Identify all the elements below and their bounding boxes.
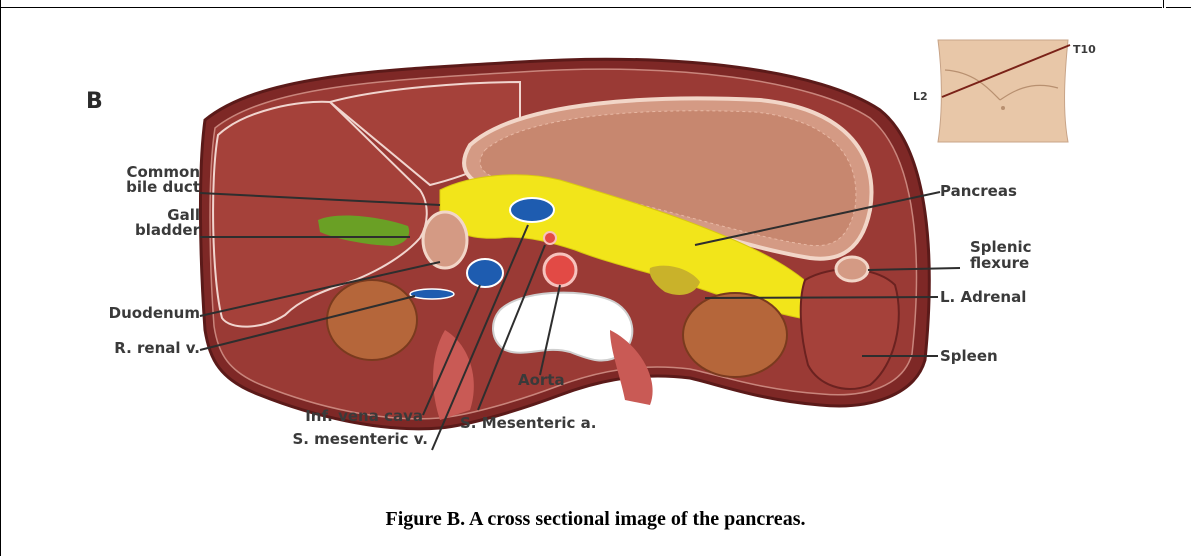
label-s-mesenteric-v: S. mesenteric v. (220, 432, 428, 447)
vertebra (493, 293, 632, 361)
label-gall-bladder-line2: bladder (56, 223, 200, 238)
inset-label-t10: T10 (1073, 43, 1096, 56)
label-spleen: Spleen (940, 349, 998, 364)
label-inf-vena-cava: Inf. vena cava (220, 409, 423, 424)
label-duodenum: Duodenum (20, 306, 200, 321)
label-pancreas: Pancreas (940, 184, 1017, 199)
label-l-adrenal: L. Adrenal (940, 290, 1026, 305)
mesenteric-artery-shape (544, 232, 556, 244)
label-r-renal-v: R. renal v. (20, 341, 200, 356)
superior-mesenteric-vein-shape (510, 198, 554, 222)
label-aorta: Aorta (518, 373, 565, 388)
label-splenic-flexure-line2: flexure (970, 256, 1029, 271)
panel-letter: B (86, 89, 103, 114)
renal-vein-shape (410, 289, 454, 299)
splenic-flexure-shape (836, 257, 868, 281)
label-common-bile-duct-line2: bile duct (56, 180, 200, 195)
duodenum (423, 212, 467, 268)
inset-torso (938, 40, 1070, 142)
right-kidney (327, 280, 417, 360)
aorta-shape (544, 254, 576, 286)
label-s-mesenteric-a: S. Mesenteric a. (460, 416, 596, 431)
figure-caption: Figure B. A cross sectional image of the… (0, 508, 1191, 531)
inset-label-l2: L2 (913, 90, 928, 103)
inferior-vena-cava-shape (467, 259, 503, 287)
label-splenic-flexure-line1: Splenic (970, 240, 1032, 255)
left-kidney (683, 293, 787, 377)
